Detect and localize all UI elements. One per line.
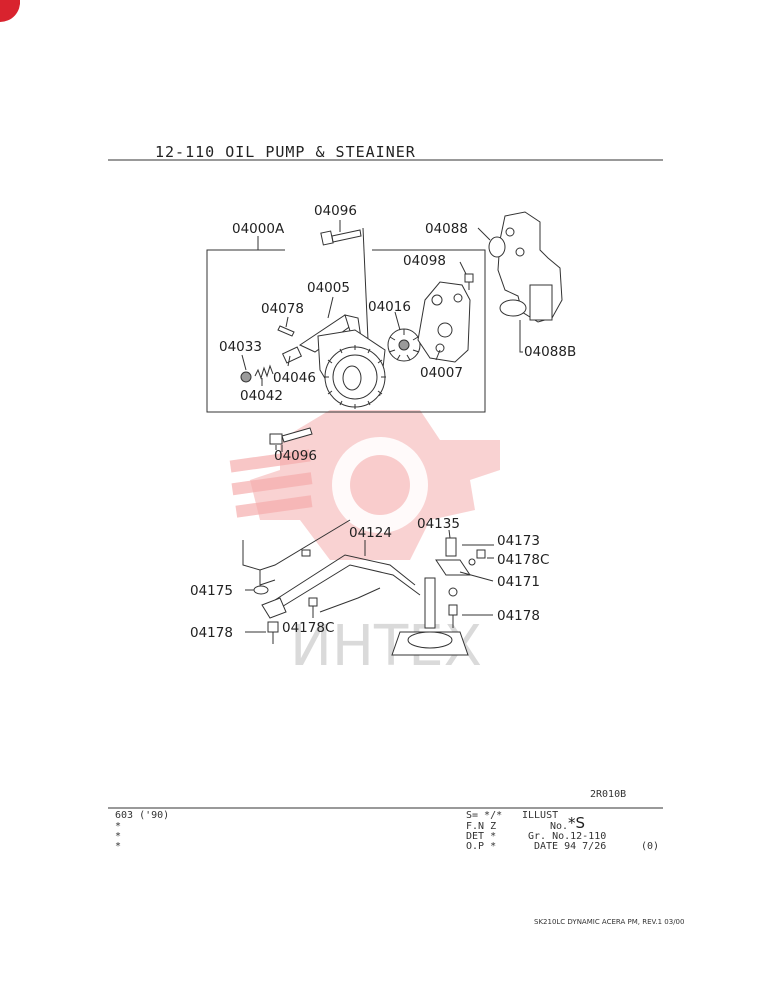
corner-badge <box>0 0 21 23</box>
bolt-04098 <box>464 273 474 290</box>
bolt-04178C-left <box>308 597 318 618</box>
plunger-04046 <box>281 346 303 364</box>
callout-04033: 04033 <box>219 339 262 355</box>
o-ring-04088B <box>499 299 527 317</box>
left-mark-3: * <box>115 841 121 852</box>
info-det: DET * <box>466 831 496 842</box>
bracket-04171 <box>435 559 471 576</box>
drive-gear <box>324 345 386 409</box>
left-mark-1: * <box>115 821 121 832</box>
engine-block <box>497 211 563 323</box>
illust-no-label: No. <box>550 821 568 832</box>
callout-04016: 04016 <box>368 299 411 315</box>
callout-04042: 04042 <box>240 388 283 404</box>
pin-04078 <box>277 325 295 337</box>
callout-04135: 04135 <box>417 516 460 532</box>
drawing-code: 2R010B <box>590 789 626 800</box>
clamp-04175 <box>253 585 269 595</box>
issue-date: DATE 94 7/26 <box>534 841 606 852</box>
mounting-bracket <box>242 519 351 586</box>
callout-04005: 04005 <box>307 280 350 296</box>
pump-cover-04007 <box>417 281 471 363</box>
suction-pipe-04124 <box>274 540 421 613</box>
rotor-04016 <box>387 328 421 362</box>
bolt-04178C-right <box>468 549 486 566</box>
group-no: Gr. No.12-110 <box>528 831 606 842</box>
pump-assembly-frame <box>206 236 486 413</box>
callout-04098: 04098 <box>403 253 446 269</box>
callout-04088B: 04088B <box>524 344 576 360</box>
model-year: 603 ('90) <box>115 810 169 821</box>
page-title: 12-110 OIL PUMP & STEAINER <box>155 143 416 161</box>
illust-no-value: *S <box>568 814 585 832</box>
callout-04096-bottom: 04096 <box>274 448 317 464</box>
document-reference: SK210LC DYNAMIC ACERA PM, REV.1 03/00 <box>534 918 684 926</box>
callout-04178-left: 04178 <box>190 625 233 641</box>
callout-04178-right: 04178 <box>497 608 540 624</box>
leader-lines <box>241 227 523 633</box>
watermark-logo <box>229 410 500 560</box>
info-fn: F.N Z <box>466 821 496 832</box>
callout-04178C-right: 04178C <box>497 552 549 568</box>
o-ring-04088 <box>488 236 506 258</box>
strainer-holder <box>261 597 287 619</box>
info-op: O.P * <box>466 841 496 852</box>
callout-04124: 04124 <box>349 525 392 541</box>
callout-04175: 04175 <box>190 583 233 599</box>
info-s: S= */* <box>466 810 502 821</box>
cap-04033 <box>240 371 252 383</box>
spring-04042 <box>254 364 274 380</box>
callout-04000A: 04000A <box>232 221 285 237</box>
callout-04088: 04088 <box>425 221 468 237</box>
washer-04178 <box>448 587 458 597</box>
callout-04173: 04173 <box>497 533 540 549</box>
callout-04007: 04007 <box>420 365 463 381</box>
bolt-04178-right <box>448 604 458 628</box>
illust-label: ILLUST <box>522 810 558 821</box>
strainer <box>391 577 469 656</box>
bolt-04096-top <box>320 220 369 341</box>
left-mark-2: * <box>115 831 121 842</box>
callout-04046: 04046 <box>273 370 316 386</box>
bolt-04178-left <box>267 621 279 644</box>
callout-04096-top: 04096 <box>314 203 357 219</box>
callout-04178C-left: 04178C <box>282 620 334 636</box>
callout-04171: 04171 <box>497 574 540 590</box>
bolt-04096-bottom <box>269 427 313 452</box>
collar-04135 <box>445 537 457 557</box>
revision: (0) <box>641 841 659 852</box>
callout-04078: 04078 <box>261 301 304 317</box>
